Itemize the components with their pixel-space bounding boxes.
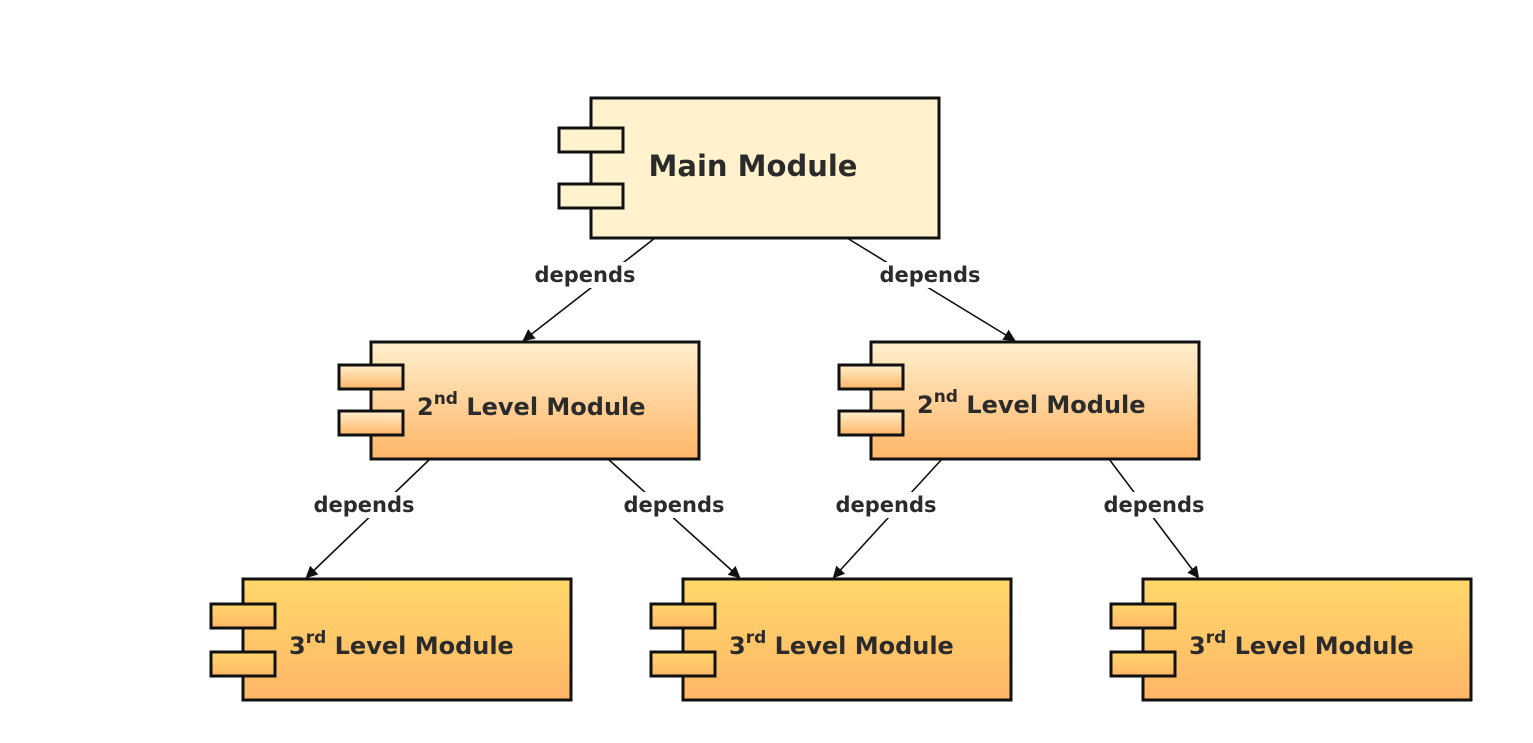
component-port-icon bbox=[649, 602, 717, 630]
component-port-icon bbox=[557, 182, 625, 210]
edge-l2b-to-l3b: depends bbox=[830, 458, 943, 579]
component-port-icon bbox=[557, 126, 625, 154]
component-box bbox=[241, 577, 573, 702]
component-port-icon bbox=[209, 650, 277, 678]
edge-l2a-to-l3b: depends bbox=[607, 458, 741, 579]
second-level-module-left-node[interactable]: 2nd Level Module bbox=[337, 340, 701, 461]
node-label: 2nd Level Module bbox=[917, 387, 1146, 419]
edges-layer: depends depends depends depends depends bbox=[305, 237, 1210, 579]
component-port-icon bbox=[837, 363, 905, 391]
component-box bbox=[369, 340, 701, 461]
edge-label: depends bbox=[623, 493, 724, 517]
edge-l2a-to-l3a: depends bbox=[305, 458, 431, 579]
edge-label: depends bbox=[534, 263, 635, 287]
node-label: 3rd Level Module bbox=[1189, 628, 1414, 660]
nodes-layer: Main Module 2nd Level Module 2nd Level M… bbox=[209, 96, 1473, 702]
edge-label: depends bbox=[835, 493, 936, 517]
edge-label: depends bbox=[1103, 493, 1204, 517]
component-box bbox=[1141, 577, 1473, 702]
component-port-icon bbox=[649, 650, 717, 678]
third-level-module-middle-node[interactable]: 3rd Level Module bbox=[649, 577, 1013, 702]
main-module-node[interactable]: Main Module bbox=[557, 96, 941, 240]
component-port-icon bbox=[1109, 602, 1177, 630]
edge-label: depends bbox=[879, 263, 980, 287]
edge-label: depends bbox=[313, 493, 414, 517]
component-port-icon bbox=[209, 602, 277, 630]
third-level-module-left-node[interactable]: 3rd Level Module bbox=[209, 577, 573, 702]
node-label: 3rd Level Module bbox=[289, 628, 514, 660]
component-port-icon bbox=[837, 409, 905, 437]
edge-main-to-l2b: depends bbox=[846, 237, 1016, 342]
component-box bbox=[681, 577, 1013, 702]
edge-main-to-l2a: depends bbox=[522, 237, 656, 342]
component-port-icon bbox=[1109, 650, 1177, 678]
node-label: Main Module bbox=[649, 149, 858, 183]
edge-l2b-to-l3c: depends bbox=[1098, 458, 1210, 579]
component-box bbox=[869, 340, 1201, 461]
third-level-module-right-node[interactable]: 3rd Level Module bbox=[1109, 577, 1473, 702]
component-port-icon bbox=[337, 363, 405, 391]
component-port-icon bbox=[337, 409, 405, 437]
node-label: 3rd Level Module bbox=[729, 628, 954, 660]
component-box bbox=[589, 96, 941, 240]
node-label: 2nd Level Module bbox=[417, 389, 646, 421]
second-level-module-right-node[interactable]: 2nd Level Module bbox=[837, 340, 1201, 461]
